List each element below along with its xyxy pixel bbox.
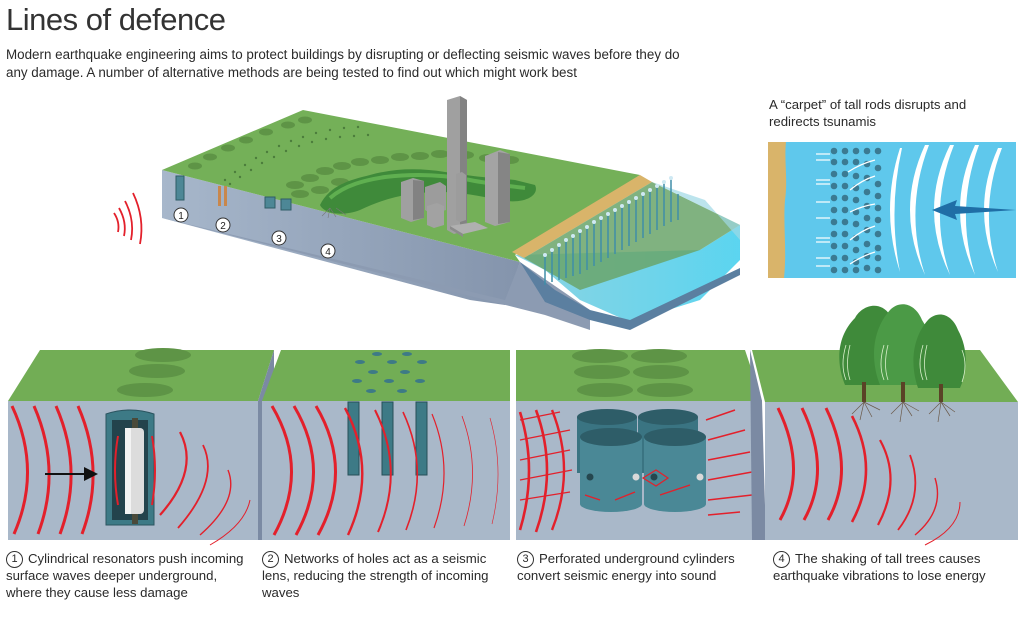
cylinder-device-small-b [280,198,292,211]
push-arrow-icon [45,467,98,481]
overview-marker-4: 4 [320,243,336,259]
marker-label: 4 [325,247,331,258]
overview-beach [512,175,652,258]
overview-block: 1 2 3 4 [113,96,740,330]
panel-4-illustration [750,304,1018,546]
perforated-cylinders [577,409,706,512]
panel-4-side-left [750,350,766,540]
panel-1-number: 1 [6,551,23,568]
resonator-device-small [175,175,185,201]
intro-text: Modern earthquake engineering aims to pr… [6,47,680,80]
incoming-wave-arcs [113,192,143,245]
page-title: Lines of defence [6,2,226,37]
marker-label: 1 [178,211,184,222]
holes-device-small-b [224,186,227,206]
panel-3-text: Perforated underground cylinders convert… [517,551,735,583]
marker-label: 2 [220,221,226,232]
inset-deflected-arrows [816,153,876,267]
panel-1-illustration [8,348,274,546]
tsunami-inset [768,142,1016,278]
tree-roots-small [321,207,347,219]
grass-patch [135,348,191,362]
tree-roots [851,401,956,423]
panel-2-illustration [262,350,510,540]
resonator-cutaway [105,409,156,526]
tsunami-rod-tops [543,176,673,257]
inset-wave-crests [890,145,1002,275]
panel-1-wave-arcs [10,405,251,546]
overview-sea-top [524,182,740,290]
marker-label: 3 [276,234,282,245]
tree-vibration-lines [842,344,966,383]
panel-4-text: The shaking of tall trees causes earthqu… [773,551,986,583]
panel-2-wave-arcs [270,405,499,536]
panel-1-text: Cylindrical resonators push incoming sur… [6,551,244,600]
panel-3-number: 3 [517,551,534,568]
panel-2-number: 2 [262,551,279,568]
overview-marker-1: 1 [173,207,189,223]
tsunami-caption: A “carpet” of tall rods disrupts and red… [769,97,967,129]
overview-marker-3: 3 [271,230,287,246]
cylinder-device-small-a [264,196,276,209]
seismic-holes [347,401,428,476]
tall-trees [839,304,966,402]
overview-soil-face [162,170,520,305]
inset-tsunami-arrow [932,200,1016,220]
inset-beach [768,142,787,278]
city-buildings [401,96,510,237]
grass-patch [117,383,173,397]
holes-device-small-a [218,186,221,206]
panel-2-text: Networks of holes act as a seismic lens,… [262,551,489,600]
panel-3-illustration [516,349,762,540]
grass-patch [129,364,185,378]
panel-4-number: 4 [773,551,790,568]
hole-dots [223,125,370,186]
overview-marker-2: 2 [215,217,231,233]
panel-2-grass [262,350,510,401]
tsunami-rods [544,178,679,285]
panel-4-wave-arcs [776,407,961,546]
panel-3-wave-arcs [518,409,753,533]
overview-seafloor [520,262,740,330]
